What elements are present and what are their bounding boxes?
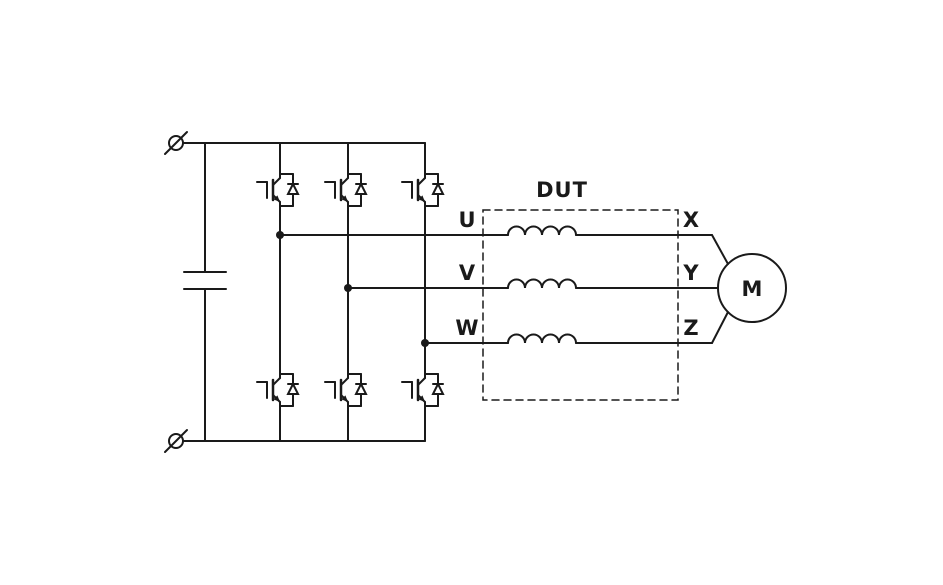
inductor-u-icon [507, 225, 577, 236]
schematic-labels: U V W X Y Z DUT M [455, 178, 762, 340]
igbt-v-low-icon [323, 368, 368, 412]
dut-label: DUT [536, 178, 588, 202]
output-y-label: Y [682, 261, 699, 285]
phase-line-w [424, 311, 729, 344]
schematic-linework [164, 131, 787, 453]
inductor-w-icon [507, 333, 577, 344]
output-x-label: X [683, 208, 699, 232]
phase-line-v [347, 278, 719, 289]
igbt-u-high-icon [255, 168, 300, 212]
motor-label: M [742, 277, 763, 301]
phase-u-label: U [458, 208, 475, 232]
motor-body [717, 253, 787, 323]
phase-line-u [279, 225, 729, 265]
inverter-leg-w [400, 142, 445, 442]
inverter-leg-u [255, 142, 300, 442]
igbt-w-high-icon [400, 168, 445, 212]
inverter-leg-v [323, 142, 368, 442]
phase-v-label: V [459, 261, 476, 285]
phase-w-label: W [455, 316, 478, 340]
dc-link-capacitor [183, 142, 227, 442]
output-z-label: Z [683, 316, 698, 340]
inductor-v-icon [507, 278, 577, 289]
igbt-v-high-icon [323, 168, 368, 212]
igbt-u-low-icon [255, 368, 300, 412]
igbt-w-low-icon [400, 368, 445, 412]
dut-boundary-box [482, 209, 679, 401]
